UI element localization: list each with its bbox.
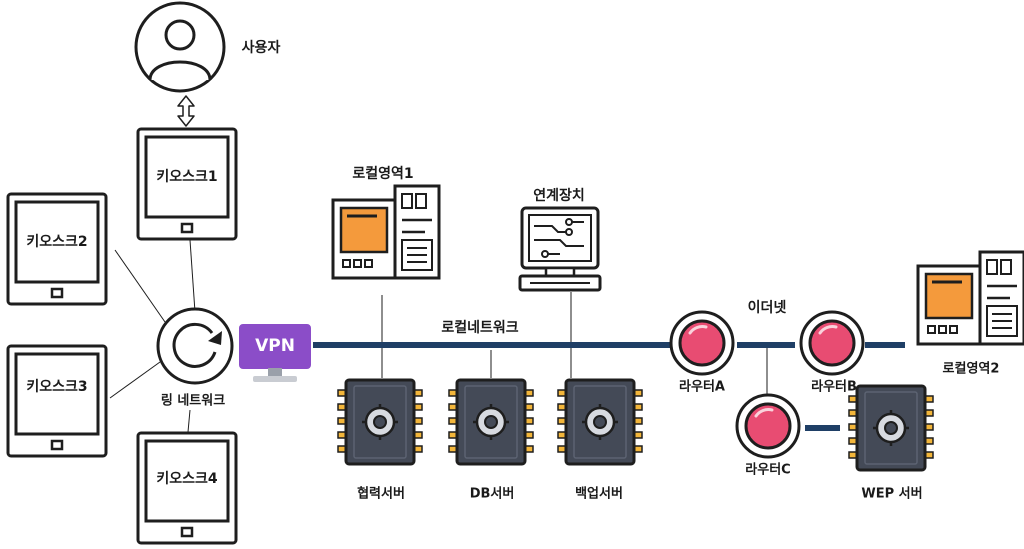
local-area1-server-icon bbox=[331, 184, 441, 280]
wep-server-chip-icon bbox=[847, 384, 935, 472]
kiosk4-tablet-icon bbox=[136, 431, 238, 545]
db-server-label: DB서버 bbox=[469, 486, 515, 502]
router-b-icon bbox=[799, 310, 865, 376]
connector-lines bbox=[109, 239, 768, 433]
backup-server-label: 백업서버 bbox=[575, 486, 623, 502]
kiosk2-label: 키오스크2 bbox=[26, 234, 88, 250]
router-a-label: 라우터A bbox=[679, 379, 725, 395]
local-network-label: 로컬네트워크 bbox=[441, 320, 519, 336]
circuit-monitor-icon bbox=[518, 206, 602, 292]
db-server-chip-icon bbox=[447, 378, 535, 466]
backup-server-chip-icon bbox=[556, 378, 644, 466]
user-label: 사용자 bbox=[241, 40, 281, 56]
kiosk3-label: 키오스크3 bbox=[26, 379, 88, 395]
local-area1-label: 로컬영역1 bbox=[352, 166, 414, 182]
link-kiosk2-ring bbox=[114, 249, 166, 323]
user-icon bbox=[134, 1, 226, 93]
refresh-ring-icon bbox=[156, 307, 234, 385]
link-kiosk3-ring bbox=[109, 361, 161, 399]
wep-server-label: WEP 서버 bbox=[861, 486, 923, 502]
link-ring-kiosk4 bbox=[187, 409, 191, 433]
coop-server-label: 협력서버 bbox=[357, 486, 405, 502]
router-c-label: 라우터C bbox=[745, 462, 791, 478]
link-device-label: 연계장치 bbox=[533, 188, 585, 204]
vpn-monitor-icon bbox=[239, 324, 311, 382]
kiosk3-tablet-icon bbox=[6, 344, 108, 458]
bidirectional-arrow-icon bbox=[177, 95, 195, 127]
link-kiosk1-ring bbox=[189, 239, 196, 313]
router-b-label: 라우터B bbox=[811, 379, 857, 395]
network-lines bbox=[313, 342, 905, 431]
vpn-label: VPN bbox=[255, 336, 295, 356]
kiosk1-label: 키오스크1 bbox=[156, 169, 218, 185]
router-c-icon bbox=[735, 393, 801, 459]
local-area2-label: 로컬영역2 bbox=[942, 361, 1000, 377]
local-area2-server-icon bbox=[916, 250, 1024, 346]
ring-network-label: 링 네트워크 bbox=[160, 393, 226, 409]
kiosk4-label: 키오스크4 bbox=[156, 471, 218, 487]
coop-server-chip-icon bbox=[336, 378, 424, 466]
ethernet-label: 이더넷 bbox=[747, 300, 787, 316]
router-a-icon bbox=[669, 310, 735, 376]
